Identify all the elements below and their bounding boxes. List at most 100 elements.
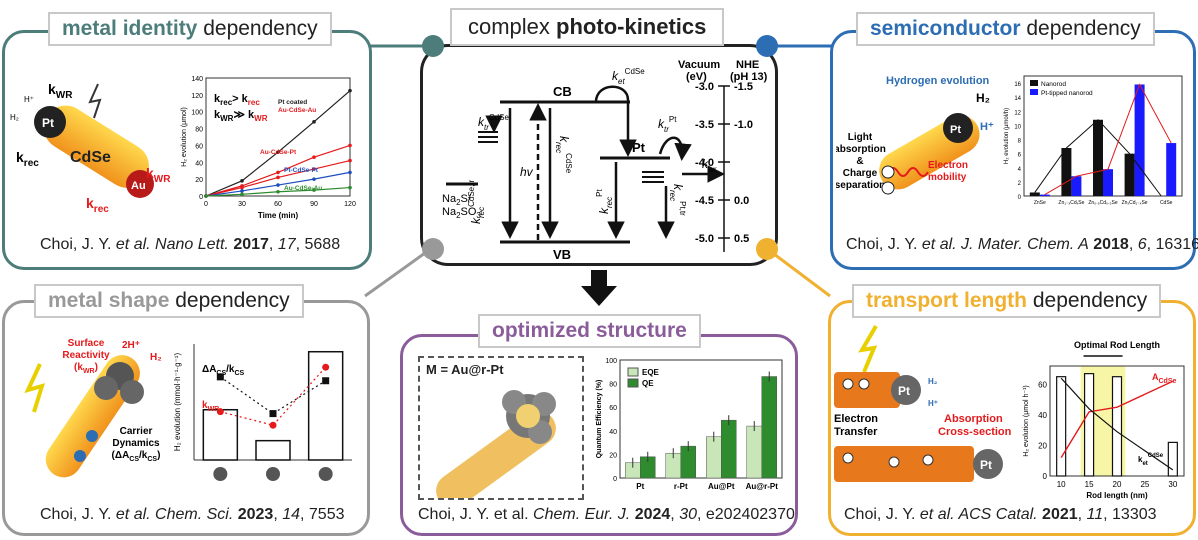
light-text-3: & bbox=[856, 156, 863, 167]
hv-label: hv bbox=[520, 165, 534, 179]
y-tick-label: 60 bbox=[195, 143, 203, 150]
absorption-2: Cross-section bbox=[938, 426, 1012, 438]
x-tick-label: CdSe bbox=[1160, 200, 1173, 206]
light-text-4: Charge bbox=[843, 168, 878, 179]
semiconductor-title: semiconductor dependency bbox=[856, 12, 1155, 46]
electron-text-1: Electron bbox=[928, 160, 968, 171]
center-dot-blue bbox=[756, 35, 778, 57]
series-annotation: Au-CdSe-Au bbox=[284, 185, 322, 192]
transport-panel bbox=[828, 300, 1196, 536]
k-rec-pt-label: krecPt bbox=[595, 189, 614, 214]
x-tick-label: Zn₀.₅Cd₀.₅Se bbox=[1088, 200, 1118, 206]
y-tick-label: 0 bbox=[1043, 472, 1048, 481]
bar bbox=[1083, 373, 1095, 477]
k-wr-top-label: kWR bbox=[48, 81, 73, 101]
trend-line bbox=[1044, 83, 1172, 196]
y-axis-label: H₂ evolution (mmol·h⁻¹·g⁻¹) bbox=[173, 353, 182, 452]
y-tick-label: 20 bbox=[1038, 441, 1047, 450]
series-annotation: Au-CdSe-Au bbox=[278, 107, 316, 114]
x-tick-label: 120 bbox=[344, 201, 356, 208]
bar bbox=[1061, 148, 1072, 196]
legend-swatch bbox=[627, 378, 639, 388]
bar bbox=[1056, 376, 1067, 477]
x-tick-label: Au@r-Pt bbox=[746, 482, 779, 491]
bar bbox=[721, 419, 737, 479]
center-dot-orange bbox=[756, 238, 778, 260]
light-text-1: Light bbox=[848, 132, 873, 143]
surface-text-3: (kWR) bbox=[74, 362, 98, 375]
bar bbox=[706, 436, 722, 479]
rod-cdse-illustration: Pt Au CdSe kWR krec kWR krec H⁺ H₂ bbox=[10, 81, 171, 215]
surface-text-2: Reactivity bbox=[62, 350, 110, 361]
y-tick-label: 14 bbox=[1014, 96, 1021, 102]
y-tick-label: 4 bbox=[1018, 167, 1022, 173]
kinetic-inequality-2: kWR≫ kWR bbox=[214, 109, 268, 123]
x-axis-label: Time (min) bbox=[258, 211, 299, 220]
k-wr-legend: kWR bbox=[202, 400, 219, 413]
bar bbox=[1071, 176, 1082, 196]
vacuum-unit: (eV) bbox=[686, 71, 707, 83]
bar bbox=[1029, 192, 1040, 196]
bar bbox=[1039, 194, 1050, 196]
x-tick-label: r-Pt bbox=[674, 482, 688, 491]
nhe-label: NHE bbox=[736, 59, 759, 71]
plot-frame bbox=[205, 77, 351, 197]
y-tick-label: 80 bbox=[609, 382, 617, 389]
light-bolt-icon bbox=[24, 363, 45, 413]
x-tick-label: Pt bbox=[636, 482, 644, 491]
data-point bbox=[348, 185, 352, 190]
series-annotation: Pt-CdSe-Pt bbox=[284, 167, 319, 174]
surface-text-1: Surface bbox=[68, 338, 105, 349]
carrier-text-1: Carrier bbox=[120, 426, 153, 437]
y-tick-label: 6 bbox=[1018, 153, 1022, 159]
legend-swatch bbox=[1030, 80, 1038, 86]
x-axis-label: Rod length (nm) bbox=[1086, 491, 1148, 500]
nhe-tick-label: 0.5 bbox=[734, 233, 749, 245]
donor-label-1: Na2S/ bbox=[442, 193, 472, 207]
data-point bbox=[312, 120, 316, 124]
transport-h2-label: H₂ bbox=[928, 377, 938, 386]
bar bbox=[1124, 153, 1135, 196]
y-tick-label: 40 bbox=[195, 160, 203, 167]
delta-a-line bbox=[219, 376, 326, 415]
shape-citation: Choi, J. Y. et al. Chem. Sci. 2023, 14, … bbox=[40, 506, 345, 523]
data-point bbox=[240, 179, 244, 183]
legend-label: QE bbox=[642, 379, 654, 388]
y-tick-label: 10 bbox=[1014, 124, 1021, 130]
legend-swatch bbox=[627, 367, 639, 377]
y-tick-label: 60 bbox=[1038, 380, 1047, 389]
down-arrow bbox=[581, 270, 617, 306]
y-tick-label: 0 bbox=[613, 476, 617, 483]
y-tick-label: 0 bbox=[199, 194, 203, 201]
x-tick-label: Zn₁₋ₓCdₓSe bbox=[1058, 200, 1084, 206]
data-point bbox=[348, 143, 352, 148]
light-text-5: separation bbox=[836, 180, 885, 191]
bar bbox=[761, 376, 777, 479]
data-point bbox=[276, 189, 280, 194]
electron-transfer-1: Electron bbox=[834, 413, 878, 425]
data-point bbox=[276, 183, 280, 187]
shape-h2-label: H₂ bbox=[150, 352, 162, 363]
vacuum-tick-label: -4.0 bbox=[695, 157, 714, 169]
bar bbox=[1093, 119, 1103, 196]
legend-label: Pt-tipped nanorod bbox=[1041, 90, 1093, 97]
optimized-citation: Choi, J. Y. et al. Chem. Eur. J. 2024, 3… bbox=[418, 506, 795, 523]
nhe-tick-label: -1.0 bbox=[734, 119, 753, 131]
donor-label-2: Na2SO3 bbox=[442, 206, 481, 220]
center-title: complex photo-kinetics bbox=[450, 8, 725, 46]
series-annotation: Au-CdSe-Pt bbox=[260, 149, 297, 156]
semi-h2-label: H₂ bbox=[976, 91, 990, 105]
optimized-title: optimized structure bbox=[478, 314, 701, 348]
hplus-label: H⁺ bbox=[24, 95, 34, 104]
x-tick-label: 30 bbox=[238, 201, 246, 208]
x-tick-label: 30 bbox=[1168, 480, 1177, 489]
a-cdse-label: ACdSe bbox=[1152, 372, 1177, 385]
center-dot-gray bbox=[422, 238, 444, 260]
y-tick-label: 16 bbox=[1014, 82, 1021, 88]
k-rec-cdse-label: krecCdSe bbox=[554, 136, 573, 174]
vacuum-tick-label: -4.5 bbox=[695, 195, 714, 207]
light-bolt-icon bbox=[88, 83, 102, 119]
electron-transfer-2: Transfer bbox=[834, 426, 878, 438]
